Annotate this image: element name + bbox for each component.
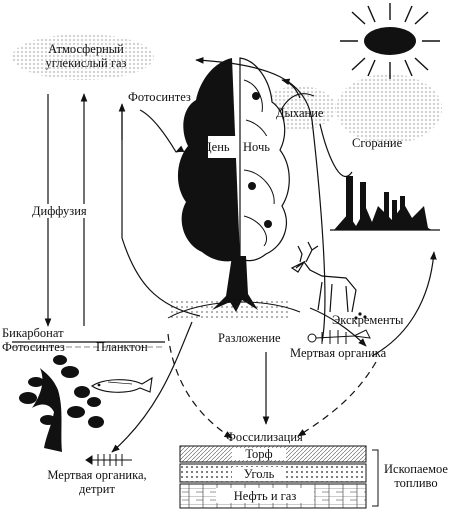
atmosphere-line-1: Атмосферный bbox=[48, 42, 124, 56]
dead-organics-water-label: Мертвая органика, детрит bbox=[32, 468, 162, 496]
atmosphere-line-2: углекислый газ bbox=[45, 56, 127, 70]
tree-icon bbox=[167, 57, 301, 320]
deer-icon bbox=[290, 241, 357, 313]
fish-icon bbox=[91, 376, 153, 393]
photosynthesis-water-label: Фотосинтез bbox=[2, 340, 65, 354]
fossil-fuel-label: Ископаемое топливо bbox=[380, 462, 452, 490]
seaweed-icon bbox=[19, 355, 104, 452]
photosynthesis-land-label: Фотосинтез bbox=[128, 90, 191, 104]
atmosphere-cloud bbox=[12, 34, 154, 80]
day-label: День bbox=[203, 140, 230, 154]
factory-icon bbox=[330, 176, 440, 231]
fossil-fuel-line-1: Ископаемое bbox=[384, 462, 448, 476]
decomposition-label: Разложение bbox=[218, 331, 281, 345]
skeleton-icon bbox=[85, 454, 132, 466]
combustion-label: Сгорание bbox=[352, 136, 403, 150]
fossilization-label: Фоссилизация bbox=[226, 430, 303, 444]
smoke-cloud-right bbox=[336, 74, 442, 144]
excrement-icon bbox=[354, 312, 367, 320]
fossil-fuel-line-2: топливо bbox=[394, 476, 438, 490]
fossil-strata bbox=[179, 445, 379, 509]
sun-icon bbox=[340, 3, 440, 79]
night-label: Ночь bbox=[243, 140, 270, 154]
excrements-label: Экскременты bbox=[332, 313, 404, 327]
dead-organics-land-label: Мертвая органика bbox=[290, 346, 387, 360]
respiration-label: Дыхание bbox=[276, 106, 324, 120]
land-skeleton-icon bbox=[307, 329, 371, 344]
coal-label: Уголь bbox=[243, 467, 275, 481]
atmosphere-label: Атмосферный углекислый газ bbox=[26, 42, 146, 70]
oil-gas-label: Нефть и газ bbox=[233, 489, 297, 503]
plankton-label: Планктон bbox=[96, 340, 148, 354]
peat-label: Торф bbox=[245, 447, 273, 461]
diffusion-label: Диффузия bbox=[30, 204, 89, 218]
dead-organics-water-line-2: детрит bbox=[79, 482, 115, 496]
bicarbonate-label: Бикарбонат bbox=[2, 326, 64, 340]
dead-organics-water-line-1: Мертвая органика, bbox=[47, 468, 147, 482]
